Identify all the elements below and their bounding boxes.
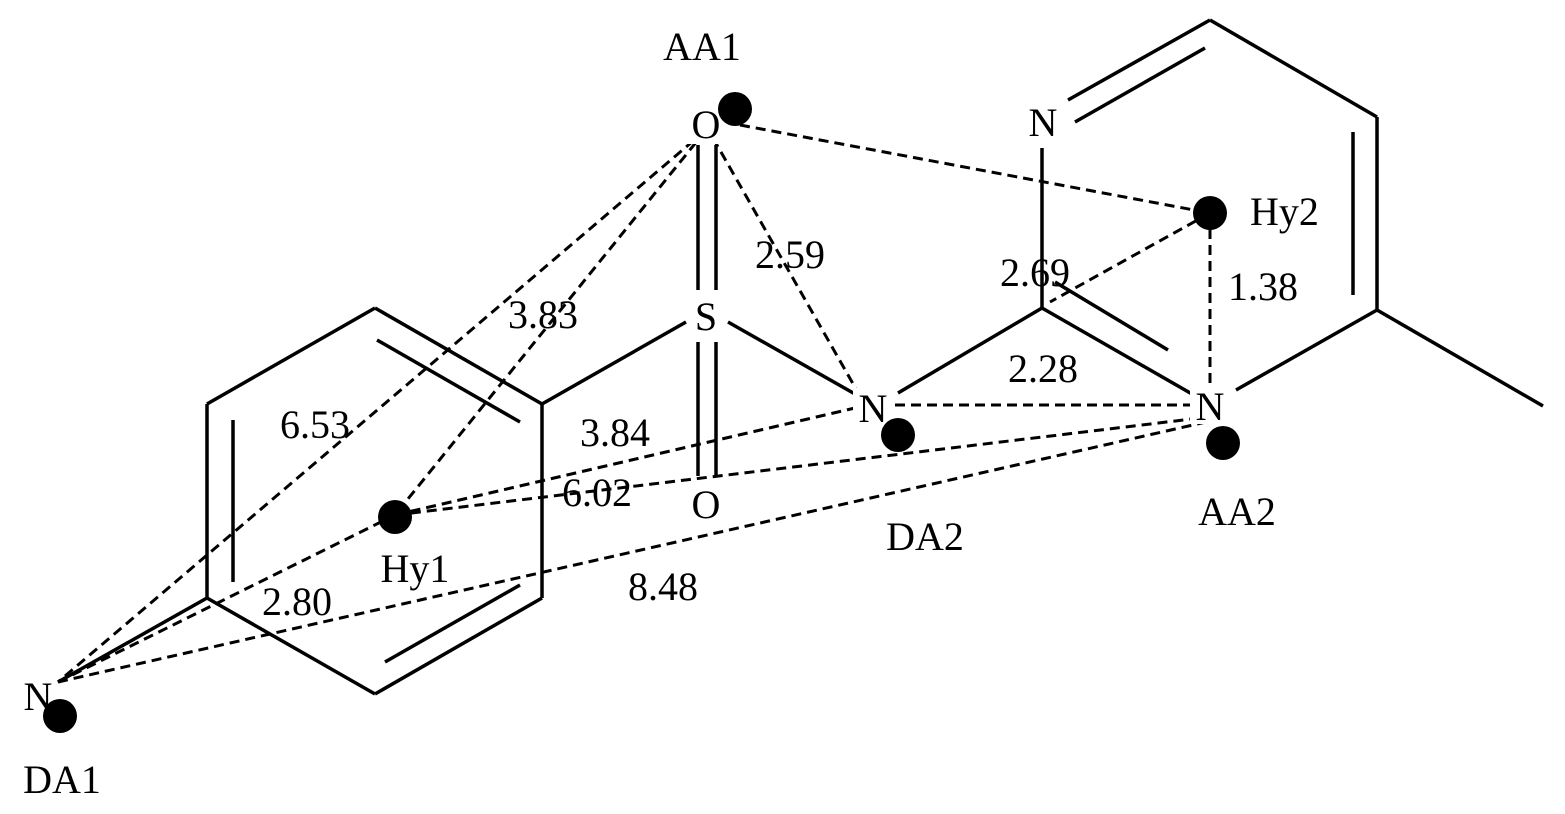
pyrimidine-bond bbox=[1235, 308, 1378, 392]
sulfur-label: S bbox=[695, 294, 717, 339]
distance-label: 1.38 bbox=[1228, 264, 1298, 309]
aa2-label: AA2 bbox=[1198, 489, 1276, 534]
pyrimidine-bond bbox=[1067, 18, 1211, 102]
benzene-double-bond bbox=[376, 338, 521, 424]
hy1-point bbox=[378, 500, 412, 534]
benzene-bond bbox=[206, 596, 376, 696]
aa1-point bbox=[718, 92, 752, 126]
carbon-sulfur-bond bbox=[541, 320, 687, 406]
distance-lines bbox=[57, 123, 1216, 684]
oxygen-bottom-label: O bbox=[692, 482, 721, 527]
aa1-label: AA1 bbox=[663, 24, 741, 69]
distance-label: 6.53 bbox=[280, 402, 350, 447]
ring-nitrogen-top-label: N bbox=[1029, 100, 1058, 145]
distance-line bbox=[711, 137, 862, 397]
distance-line bbox=[1049, 211, 1211, 304]
feature-labels: AA1 Hy2 AA2 DA2 Hy1 DA1 bbox=[23, 24, 1319, 802]
da2-point bbox=[881, 418, 915, 452]
da2-label: DA2 bbox=[886, 514, 964, 559]
distance-label: 8.48 bbox=[628, 564, 698, 609]
aa2-point bbox=[1206, 426, 1240, 460]
da1-label: DA1 bbox=[23, 757, 101, 802]
distance-line bbox=[57, 128, 707, 684]
benzene-bond bbox=[374, 306, 543, 406]
hy2-label: Hy2 bbox=[1250, 189, 1319, 234]
oxygen-top-label: O bbox=[692, 102, 721, 147]
distance-label: 2.69 bbox=[1000, 250, 1070, 295]
benzene-bond bbox=[206, 306, 376, 406]
distance-label: 3.84 bbox=[580, 410, 650, 455]
distance-labels: 2.59 2.69 1.38 3.83 2.28 6.53 3.84 6.02 … bbox=[262, 232, 1298, 624]
ring-nitrogen-right-label: N bbox=[1196, 384, 1225, 429]
distance-label: 6.02 bbox=[562, 470, 632, 515]
atom-labels: O S O N N N N bbox=[24, 100, 1230, 719]
distance-line bbox=[57, 418, 1216, 684]
sulfur-nitrogen-bond bbox=[727, 320, 856, 396]
distance-label: 3.83 bbox=[508, 292, 578, 337]
feature-points bbox=[43, 92, 1240, 733]
pyrimidine-bond bbox=[1041, 306, 1193, 396]
hy2-point bbox=[1193, 196, 1227, 230]
benzene-bond bbox=[374, 596, 543, 696]
pyrimidine-double-bond bbox=[1074, 46, 1206, 124]
distance-label: 2.28 bbox=[1008, 346, 1078, 391]
distance-label: 2.59 bbox=[755, 232, 825, 277]
distance-line bbox=[739, 123, 1211, 215]
sulfonamide-nitrogen-label: N bbox=[859, 386, 888, 431]
nitrogen-carbon-bond bbox=[897, 306, 1043, 395]
amine-bond bbox=[57, 596, 208, 684]
distance-label: 2.80 bbox=[262, 579, 332, 624]
da1-point bbox=[43, 699, 77, 733]
hy1-label: Hy1 bbox=[381, 546, 450, 591]
molecule-bonds bbox=[57, 18, 1544, 696]
methyl-bond bbox=[1376, 308, 1544, 408]
pyrimidine-bond bbox=[1209, 18, 1378, 119]
benzene-double-bond bbox=[384, 583, 521, 664]
distance-line bbox=[394, 406, 856, 517]
distance-line bbox=[393, 129, 708, 516]
pyrimidine-double-bond bbox=[1054, 280, 1169, 352]
distance-line bbox=[57, 513, 396, 684]
distance-line bbox=[394, 416, 1201, 517]
